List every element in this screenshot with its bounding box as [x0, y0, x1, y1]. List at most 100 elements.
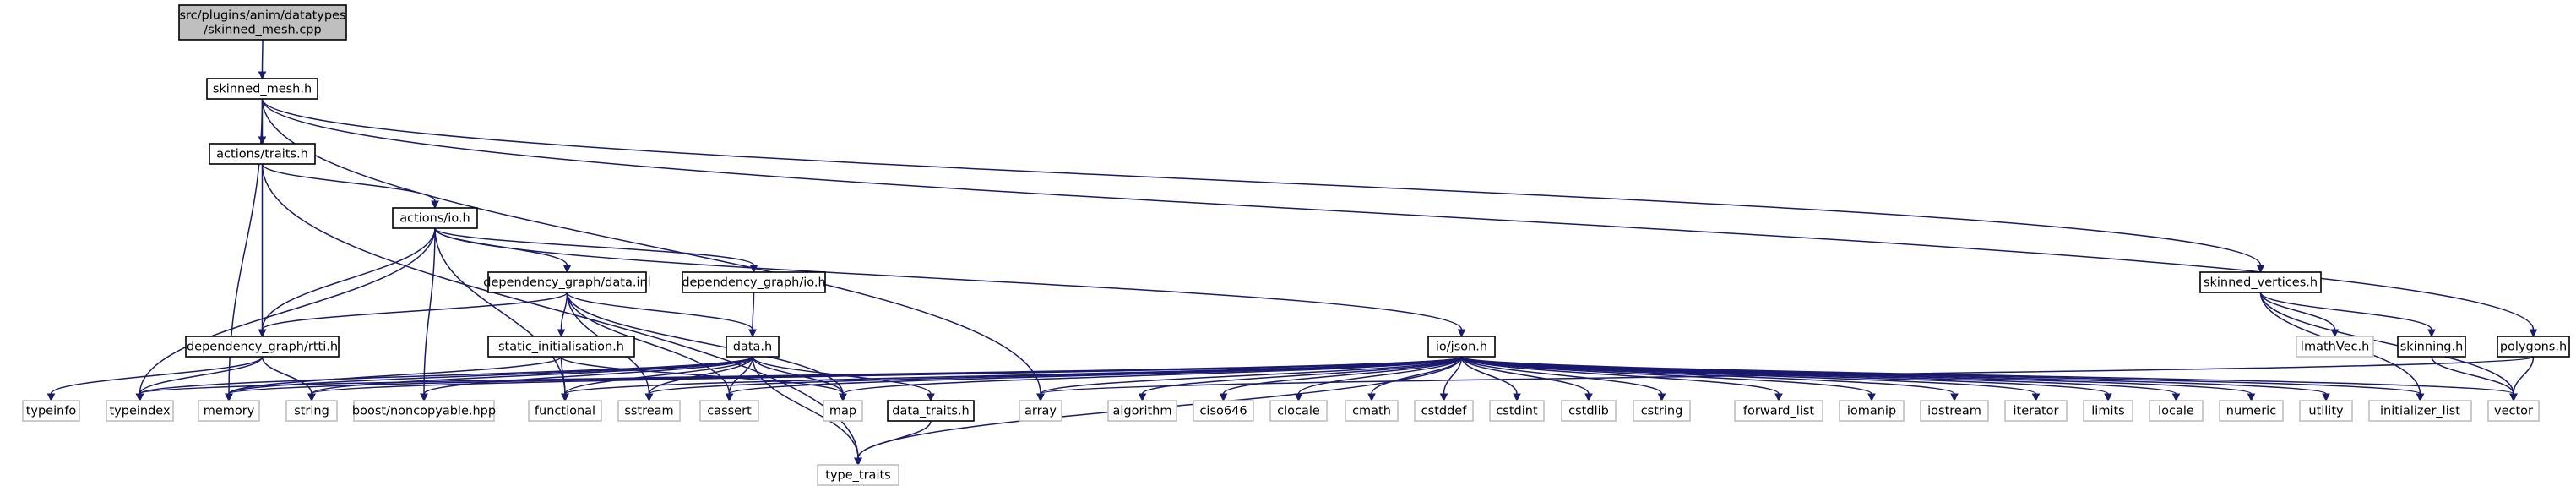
- node-label: ciso646: [1199, 405, 1247, 418]
- node-box: [1345, 400, 1399, 422]
- node-functional: functional: [528, 400, 602, 422]
- node-skinned-mesh-h[interactable]: skinned_mesh.h: [206, 78, 318, 100]
- node-static-init-h[interactable]: static_initialisation.h: [487, 336, 635, 358]
- node-cstddef: cstddef: [1414, 400, 1474, 422]
- edge-io_json_h-to-clocale: [1297, 356, 1463, 395]
- arrowhead-io_json_h-to-forward_list: [1774, 393, 1783, 402]
- node-box: [1193, 400, 1254, 422]
- edge-dg_data_inl-to-data_h: [566, 292, 753, 330]
- arrowhead-dg_io_h-to-data_h: [748, 329, 757, 338]
- node-label: cstddef: [1421, 405, 1468, 418]
- edge-data_h-to-string: [311, 356, 753, 395]
- edge-dg_rtti_h-to-string: [261, 356, 312, 395]
- node-numeric: numeric: [2219, 400, 2284, 422]
- node-label: iostream: [1927, 405, 1981, 418]
- edge-data_h-to-sstream: [648, 356, 753, 395]
- node-box: [2083, 400, 2133, 422]
- edge-root-to-skinned_mesh_h: [261, 39, 264, 73]
- node-box: [1107, 400, 1177, 422]
- node-box: [1414, 400, 1474, 422]
- node-box: [528, 400, 602, 422]
- node-dg-rtti-h[interactable]: dependency_graph/rtti.h: [185, 336, 340, 358]
- node-label: numeric: [2226, 405, 2276, 418]
- arrowhead-io_json_h-to-sstream: [644, 393, 654, 402]
- edge-actions_io_h-to-typeindex: [139, 227, 436, 395]
- edge-skinned_vertices_h-to-skinning_h: [2259, 292, 2432, 330]
- arrowhead-data_h-to-data_traits_h: [927, 393, 935, 402]
- node-ImathVec-h: ImathVec.h: [2296, 336, 2374, 358]
- arrowhead-io_json_h-to-cstdint: [1513, 393, 1521, 402]
- node-dg-data-inl[interactable]: dependency_graph/data.inl: [483, 271, 651, 293]
- node-box: [185, 336, 340, 358]
- node-box: [699, 400, 759, 422]
- edge-data_h-to-boost_noncopyable: [423, 356, 753, 395]
- edge-actions_io_h-to-functional: [434, 227, 566, 395]
- node-skinning-h[interactable]: skinning.h: [2397, 336, 2466, 358]
- arrowhead-io_json_h-to-ciso646: [1219, 393, 1228, 402]
- arrowhead-skinned_vertices_h-to-skinning_h: [2427, 329, 2436, 338]
- node-root[interactable]: src/plugins/anim/datatypes/skinned_mesh.…: [178, 4, 347, 41]
- arrowhead-io_json_h-to-memory: [225, 393, 233, 402]
- node-cstring: cstring: [1633, 400, 1691, 422]
- node-label: cstring: [1641, 405, 1683, 418]
- node-box: [2296, 336, 2374, 358]
- node-box: [2368, 400, 2472, 422]
- node-io-json-h[interactable]: io/json.h: [1427, 336, 1496, 358]
- node-dg-io-h[interactable]: dependency_graph/io.h: [682, 271, 826, 293]
- node-box: [1839, 400, 1905, 422]
- edge-dg_io_h-to-data_h: [752, 292, 755, 330]
- node-polygons-h[interactable]: polygons.h: [2497, 336, 2570, 358]
- node-actions-io-h[interactable]: actions/io.h: [392, 207, 478, 229]
- node-skinned-vertices-h[interactable]: skinned_vertices.h: [2199, 271, 2322, 293]
- arrowhead-actions_io_h-to-dg_data_inl: [562, 265, 572, 274]
- node-label: typeindex: [109, 405, 170, 418]
- edge-io_json_h-to-cstddef: [1443, 356, 1463, 395]
- edge-skinned_mesh_h-to-skinned_vertices_h: [261, 98, 2262, 266]
- node-typeindex: typeindex: [106, 400, 174, 422]
- node-actions-traits-h[interactable]: actions/traits.h: [209, 143, 316, 165]
- arrowhead-io_json_h-to-locale: [2171, 393, 2181, 402]
- node-box: [106, 400, 174, 422]
- node-box: [2149, 400, 2204, 422]
- node-label: cstdint: [1496, 405, 1538, 418]
- node-label: cstdlib: [1568, 405, 1609, 418]
- node-map: map: [823, 400, 863, 422]
- node-box: [2397, 336, 2466, 358]
- arrowhead-dg_data_inl-to-static_init_h: [557, 329, 566, 338]
- node-box: [1633, 400, 1691, 422]
- node-label: limits: [2091, 405, 2124, 418]
- node-label: type_traits: [825, 469, 890, 483]
- arrowhead-io_json_h-to-type_traits: [854, 457, 862, 467]
- node-box: [887, 400, 975, 422]
- arrowhead-io_json_h-to-numeric: [2247, 393, 2256, 402]
- node-box: [285, 400, 338, 422]
- edge-static_init_h-to-functional: [560, 356, 566, 395]
- node-label: skinned_vertices.h: [2204, 276, 2318, 290]
- edges-layer: [46, 39, 2538, 467]
- node-data-h[interactable]: data.h: [726, 336, 780, 358]
- node-data-traits-h[interactable]: data_traits.h: [887, 400, 975, 422]
- node-label: algorithm: [1113, 405, 1172, 418]
- edge-io_json_h-to-memory: [228, 356, 1463, 395]
- node-cassert: cassert: [699, 400, 759, 422]
- node-label: typeinfo: [26, 405, 77, 418]
- edge-data_h-to-type_traits: [752, 356, 859, 459]
- edge-actions_io_h-to-io_json_h: [434, 227, 1463, 330]
- node-cstdlib: cstdlib: [1561, 400, 1617, 422]
- node-box: [1489, 400, 1545, 422]
- arrowhead-io_json_h-to-cstring: [1657, 393, 1666, 402]
- node-box: [206, 78, 318, 100]
- node-label: /skinned_mesh.cpp: [204, 24, 321, 37]
- node-iterator: iterator: [2004, 400, 2068, 422]
- node-initializer-list: initializer_list: [2368, 400, 2472, 422]
- arrowhead-io_json_h-to-map: [839, 393, 847, 402]
- arrowhead-io_json_h-to-functional: [561, 393, 569, 402]
- edge-io_json_h-to-algorithm: [1141, 356, 1463, 395]
- node-box: [487, 336, 635, 358]
- node-label: clocale: [1277, 405, 1320, 418]
- node-box: [198, 400, 260, 422]
- node-label: vector: [2494, 405, 2533, 418]
- edge-io_json_h-to-array: [1040, 356, 1463, 395]
- node-label: dependency_graph/rtti.h: [187, 341, 338, 354]
